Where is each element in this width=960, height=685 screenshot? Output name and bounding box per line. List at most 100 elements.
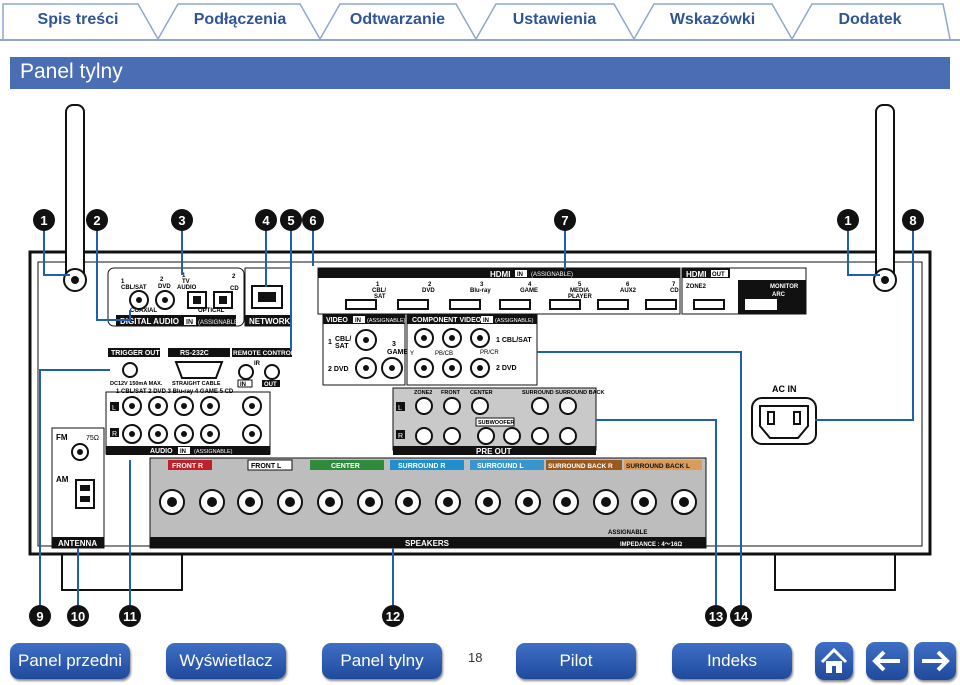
svg-text:6: 6 xyxy=(626,282,630,288)
svg-text:AC IN: AC IN xyxy=(772,384,797,394)
bottom-nav: Panel przedni Wyświetlacz Panel tylny 18… xyxy=(0,640,960,685)
svg-text:CENTER: CENTER xyxy=(470,390,493,396)
svg-text:SURROUND BACK R: SURROUND BACK R xyxy=(548,463,613,470)
rear-panel-illustration: DIGITAL AUDIO IN (ASSIGNABLE) COAXIAL OP… xyxy=(28,104,932,605)
audio-in-block: 1 CBL/SAT 2 DVD 3 Blu-ray 4 GAME 5 CD L … xyxy=(105,389,271,455)
svg-text:Blu-ray: Blu-ray xyxy=(470,288,491,294)
svg-text:TV: TV xyxy=(182,279,190,285)
svg-text:SPEAKERS: SPEAKERS xyxy=(405,539,450,548)
svg-text:ANTENNA: ANTENNA xyxy=(58,539,97,548)
tab-underline xyxy=(0,39,960,41)
svg-text:1: 1 xyxy=(182,273,186,279)
callout-9: 9 xyxy=(29,605,51,627)
svg-text:ZONE2: ZONE2 xyxy=(686,284,707,290)
svg-text:IN: IN xyxy=(186,319,193,326)
callout-13: 13 xyxy=(705,605,727,627)
svg-text:2: 2 xyxy=(232,274,236,280)
svg-text:2: 2 xyxy=(160,277,164,283)
svg-text:FRONT R: FRONT R xyxy=(172,463,203,470)
digital-audio-block: DIGITAL AUDIO IN (ASSIGNABLE) COAXIAL OP… xyxy=(107,267,245,327)
tab-dodatek[interactable]: Dodatek xyxy=(838,11,902,28)
svg-text:OUT: OUT xyxy=(712,272,725,278)
nav-indeks-button[interactable]: Indeks xyxy=(672,643,792,679)
svg-text:SAT: SAT xyxy=(374,294,386,300)
svg-text:CD: CD xyxy=(670,288,679,294)
svg-text:CBL/: CBL/ xyxy=(335,336,351,343)
speaker-terminals: FRONT R FRONT L CENTER SURROUND R SURROU… xyxy=(149,457,707,549)
callout-12: 12 xyxy=(382,605,404,627)
nav-panel-przedni-button[interactable]: Panel przedni xyxy=(10,643,130,679)
svg-text:IR: IR xyxy=(254,361,261,367)
svg-text:CD: CD xyxy=(230,286,239,292)
svg-text:1 CBL/SAT: 1 CBL/SAT xyxy=(496,337,532,344)
svg-text:R: R xyxy=(112,431,117,438)
svg-text:ASSIGNABLE: ASSIGNABLE xyxy=(608,530,647,536)
svg-text:SUBWOOFER: SUBWOOFER xyxy=(478,420,514,426)
svg-text:DC12V 150mA MAX.: DC12V 150mA MAX. xyxy=(110,381,163,387)
callout-5: 5 xyxy=(280,209,302,231)
svg-text:COMPONENT VIDEO: COMPONENT VIDEO xyxy=(412,317,482,324)
callout-3: 3 xyxy=(171,209,193,231)
svg-text:HDMI: HDMI xyxy=(686,270,706,279)
svg-text:REMOTE CONTROL: REMOTE CONTROL xyxy=(233,350,295,357)
callout-7: 7 xyxy=(554,209,576,231)
svg-text:ZONE2: ZONE2 xyxy=(414,390,432,396)
tab-spis-tresci[interactable]: Spis treści xyxy=(37,11,119,28)
svg-text:L: L xyxy=(112,405,116,412)
svg-text:IMPEDANCE : 4～16Ω: IMPEDANCE : 4～16Ω xyxy=(620,542,682,548)
home-icon xyxy=(820,647,848,673)
svg-text:1: 1 xyxy=(376,282,380,288)
svg-text:MEDIA: MEDIA xyxy=(570,288,590,294)
svg-text:AUDIO: AUDIO xyxy=(150,448,173,455)
svg-text:DVD: DVD xyxy=(422,288,435,294)
svg-text:SURROUND BACK L: SURROUND BACK L xyxy=(626,463,690,470)
svg-text:SURROUND SURROUND BACK: SURROUND SURROUND BACK xyxy=(522,390,605,396)
page-title: Panel tylny xyxy=(20,60,123,83)
tab-ustawienia[interactable]: Ustawienia xyxy=(512,11,597,28)
svg-text:SURROUND R: SURROUND R xyxy=(398,463,445,470)
component-video-block: COMPONENT VIDEO IN (ASSIGNABLE) Y PB/CB … xyxy=(406,314,538,386)
pre-out-block: ZONE2 FRONT CENTER SURROUND SURROUND BAC… xyxy=(392,387,605,456)
svg-text:IN: IN xyxy=(483,318,489,324)
nav-wyswietlacz-button[interactable]: Wyświetlacz xyxy=(166,643,286,679)
tab-wskazowki[interactable]: Wskazówki xyxy=(669,11,756,28)
svg-text:GAME: GAME xyxy=(520,288,538,294)
antenna-terminals: FM 75Ω AM ANTENNA xyxy=(51,427,105,549)
home-button[interactable] xyxy=(815,642,853,680)
svg-text:HDMI: HDMI xyxy=(490,270,510,279)
svg-text:75Ω: 75Ω xyxy=(86,435,99,442)
callout-1-left: 1 xyxy=(33,209,55,231)
svg-text:VIDEO: VIDEO xyxy=(326,317,348,324)
callout-1-right: 1 xyxy=(837,209,859,231)
ac-in-socket: AC IN xyxy=(751,384,817,445)
svg-text:PLAYER: PLAYER xyxy=(568,294,592,300)
control-block: TRIGGER OUT DC12V 150mA MAX. RS-232C STR… xyxy=(108,348,295,388)
svg-text:FRONT L: FRONT L xyxy=(251,463,282,470)
forward-button[interactable] xyxy=(914,642,956,680)
svg-text:(ASSIGNABLE): (ASSIGNABLE) xyxy=(198,320,240,326)
svg-text:RS-232C: RS-232C xyxy=(180,350,209,357)
svg-text:OPTICAL: OPTICAL xyxy=(198,308,225,314)
back-button[interactable] xyxy=(866,642,908,680)
nav-panel-tylny-button[interactable]: Panel tylny xyxy=(322,643,442,679)
top-tab-bar: Spis treści Podłączenia Odtwarzanie Usta… xyxy=(0,0,960,41)
svg-text:FM: FM xyxy=(56,433,68,442)
svg-text:Y: Y xyxy=(410,351,414,357)
forward-arrow-icon xyxy=(922,650,950,672)
svg-text:AM: AM xyxy=(56,475,69,484)
svg-text:CBL/: CBL/ xyxy=(372,288,386,294)
svg-text:AUDIO: AUDIO xyxy=(177,285,197,291)
page-title-bar: Panel tylny xyxy=(10,57,950,89)
svg-text:2 DVD: 2 DVD xyxy=(328,366,349,373)
svg-text:3: 3 xyxy=(480,282,484,288)
callout-8: 8 xyxy=(902,209,924,231)
tab-odtwarzanie[interactable]: Odtwarzanie xyxy=(349,11,446,28)
svg-text:L: L xyxy=(398,405,402,412)
tab-podlaczenia[interactable]: Podłączenia xyxy=(193,11,287,28)
svg-text:1: 1 xyxy=(121,279,125,285)
antenna-right xyxy=(873,104,897,292)
nav-pilot-button[interactable]: Pilot xyxy=(516,643,636,679)
callout-2: 2 xyxy=(86,209,108,231)
svg-text:2 DVD: 2 DVD xyxy=(496,365,517,372)
